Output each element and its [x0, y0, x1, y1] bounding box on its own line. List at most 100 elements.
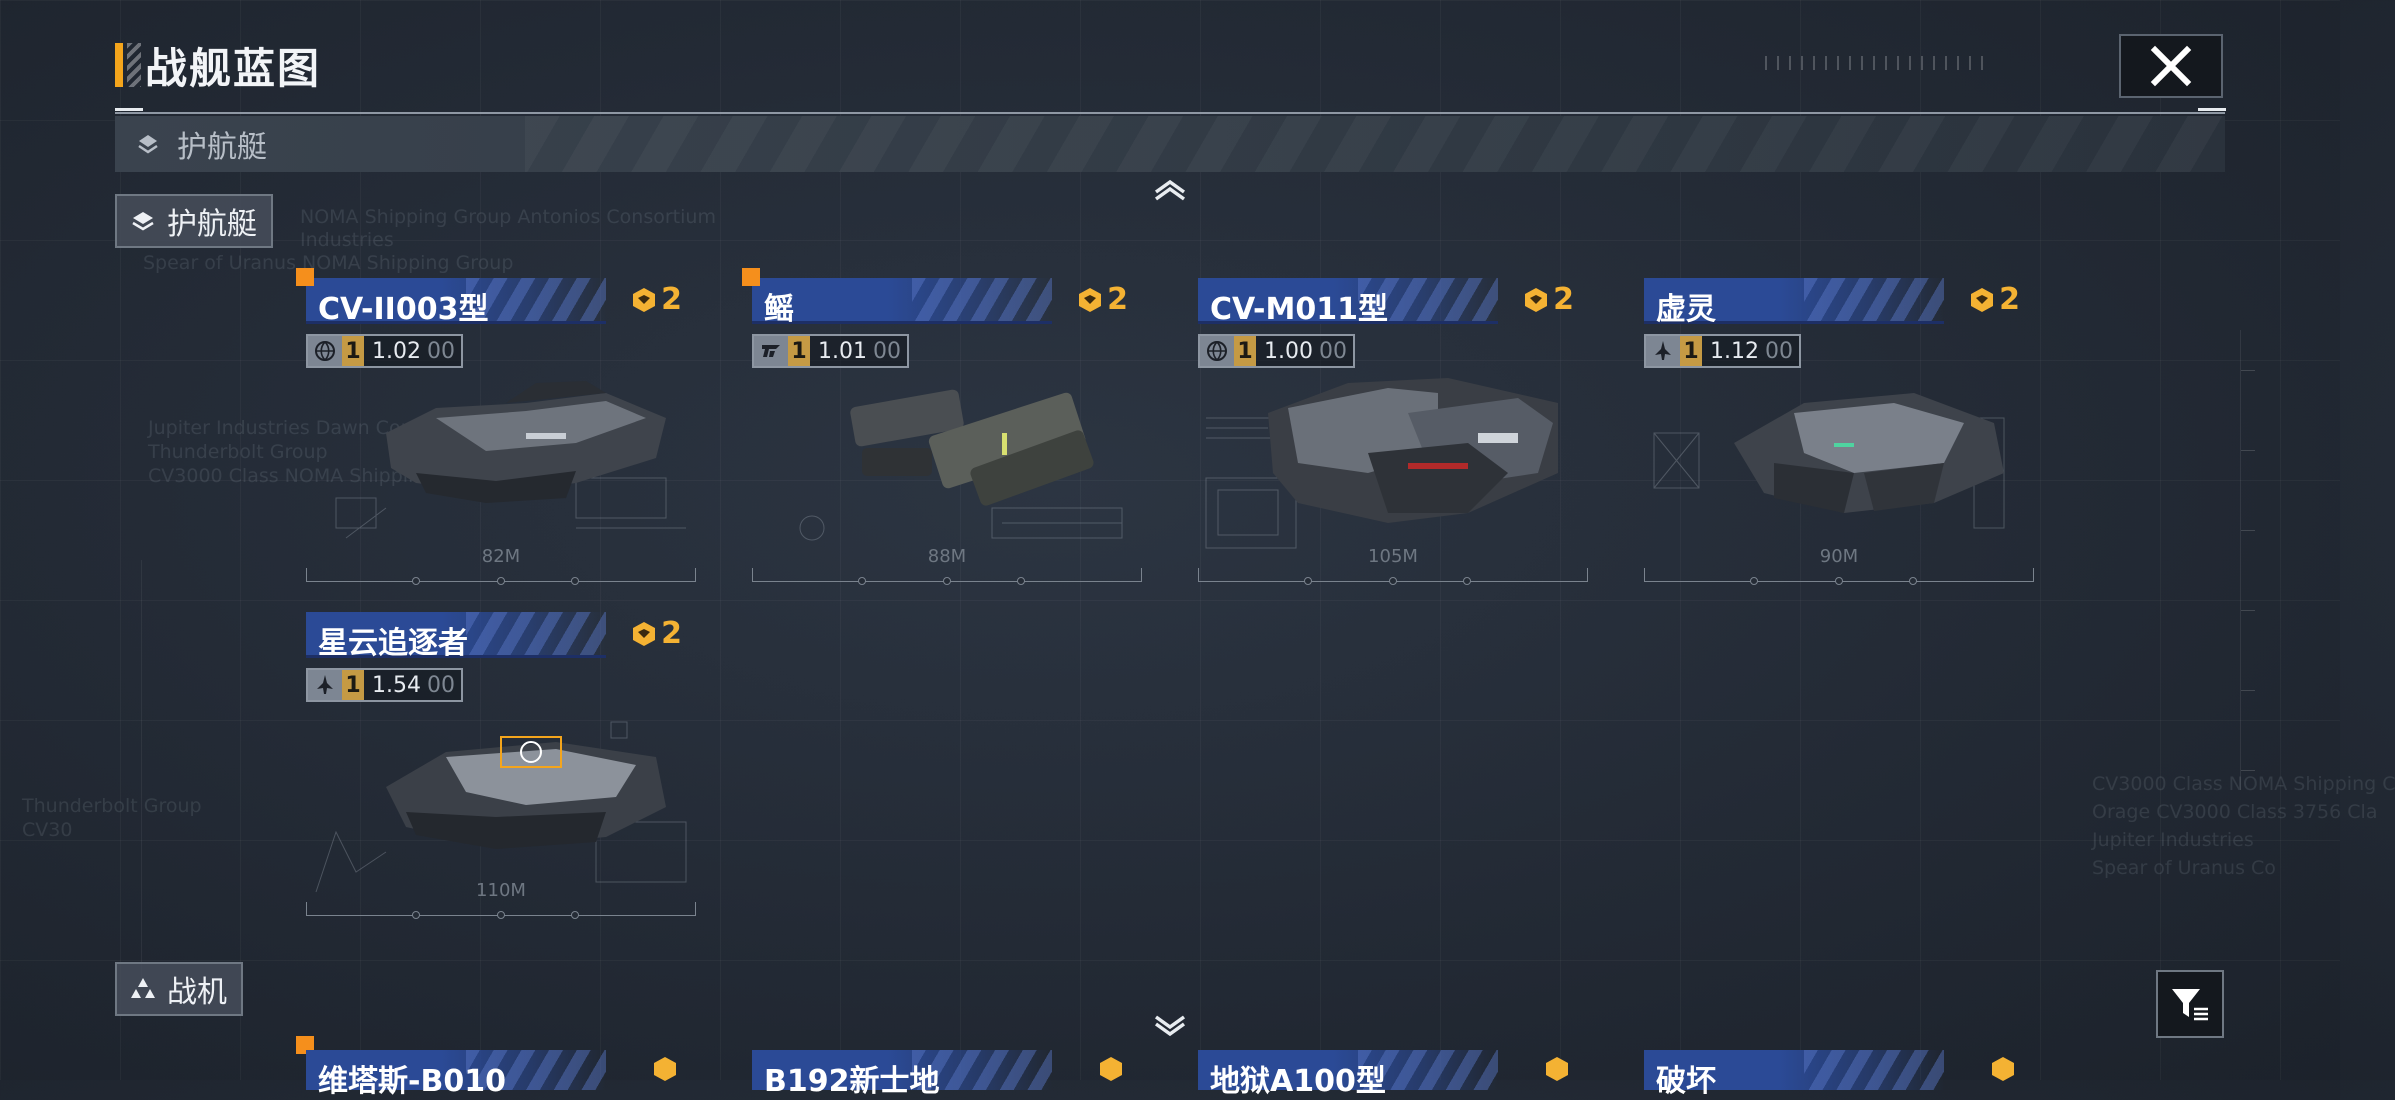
command-cost-icon	[1971, 287, 1994, 312]
ship-level: 1	[788, 336, 810, 366]
ship-stat-decimals: 00	[1318, 338, 1347, 364]
page-header: 战舰蓝图	[115, 40, 321, 93]
background-ruler	[2240, 330, 2300, 790]
filter-icon	[2172, 989, 2208, 1021]
ship-cost: 2	[1521, 282, 1574, 317]
blueprint-sketch	[799, 507, 1123, 541]
watermark-text: Spear of Uranus Co	[2092, 857, 2276, 879]
filter-button[interactable]	[2156, 970, 2224, 1038]
ship-length: 105M	[1368, 546, 1418, 567]
scale-ruler	[306, 902, 696, 919]
ship-card-partial[interactable]: B192新士地	[752, 1050, 1142, 1099]
watermark-text: Orage CV3000 Class 3756 Cla	[2092, 801, 2378, 823]
close-icon	[2150, 45, 2192, 87]
ship-stat-decimals: 00	[426, 672, 455, 698]
ship-card-partial[interactable]: 维塔斯-B010	[296, 1036, 696, 1099]
ship-cost: 2	[1967, 282, 2020, 317]
category-selector[interactable]: 护航艇	[115, 116, 2225, 172]
scale-ruler	[306, 568, 696, 585]
ship-name: CV-M011型	[1210, 292, 1388, 327]
section-tag-label: 战机	[167, 975, 227, 1010]
triangles-icon	[131, 978, 155, 998]
ship-stat: 1 1.00 00	[1198, 334, 1355, 368]
ship-name-bar	[306, 612, 606, 658]
watermark-text: CV3000 Class NOMA Shipping C	[2092, 773, 2395, 795]
ship-name: 星云追逐者	[318, 626, 468, 661]
background-left-ruler	[128, 560, 142, 980]
ship-stat-value: 1.02	[372, 338, 421, 364]
faction-emblem-icon	[762, 345, 780, 357]
ship-stat-value: 1.01	[818, 338, 867, 364]
command-cost-icon	[1546, 1057, 1568, 1081]
globe-icon	[315, 341, 335, 362]
ship-stat: 1 1.01 00	[752, 334, 909, 368]
ship-length: 82M	[481, 546, 521, 567]
ship-stat-decimals: 00	[426, 338, 455, 364]
ship-silhouette-icon	[1655, 341, 1671, 360]
cost-value: 2	[1999, 282, 2020, 317]
ship-card[interactable]: 星云追逐者 2 1 1.54 00 110M	[306, 612, 696, 922]
scroll-down-chevron-icon[interactable]	[1150, 1013, 1190, 1039]
ship-name-bar	[752, 1050, 1052, 1090]
scale-ruler	[752, 568, 1142, 585]
ship-name-bar	[1198, 278, 1498, 324]
layers-icon	[138, 135, 158, 154]
command-cost-icon	[1992, 1057, 2014, 1081]
ship-stat-value: 1.12	[1710, 338, 1759, 364]
title-stripes	[127, 43, 141, 87]
scale-ruler	[1198, 568, 1588, 585]
ship-stat-decimals: 00	[1764, 338, 1793, 364]
ship-silhouette-icon	[317, 675, 333, 694]
watermark-text: Thunderbolt Group	[22, 795, 202, 817]
ship-length: 90M	[1819, 546, 1859, 567]
ship-level: 1	[342, 336, 364, 366]
section-tag-label: 护航艇	[167, 207, 257, 242]
command-cost-icon	[633, 621, 656, 646]
ship-stat: 1 1.54 00	[306, 668, 463, 702]
cost-value: 2	[1553, 282, 1574, 317]
section-tag-fighter[interactable]: 战机	[115, 962, 243, 1016]
header-tick-marks	[1765, 56, 1990, 70]
close-button[interactable]	[2119, 34, 2223, 98]
ship-stat-value: 1.54	[372, 672, 421, 698]
blueprint-sketch	[315, 721, 687, 893]
category-label: 护航艇	[177, 130, 267, 165]
watermark-text: Thunderbolt Group	[148, 441, 328, 463]
cost-value: 2	[1107, 282, 1128, 317]
ship-card-partial[interactable]: 地狱A100型	[1198, 1050, 1588, 1099]
ship-card[interactable]: CV-II003型 2 1 1.02 00 82M	[296, 268, 696, 588]
ship-name: 破坏	[1656, 1064, 1716, 1099]
ship-name: CV-II003型	[318, 292, 489, 327]
globe-icon	[1207, 341, 1227, 362]
ship-name-bar	[1644, 1050, 1944, 1090]
cost-value: 2	[661, 282, 682, 317]
command-cost-icon	[654, 1057, 676, 1081]
watermark-text: Jupiter Industries	[2092, 829, 2254, 851]
ship-name-bar	[306, 278, 606, 324]
ship-model-image	[1734, 393, 2004, 513]
ship-length: 110M	[476, 880, 526, 901]
section-tag-escort[interactable]: 护航艇	[115, 194, 273, 248]
ship-model-image	[386, 736, 666, 849]
blueprint-sketch	[1653, 417, 2005, 529]
layers-icon	[132, 212, 154, 231]
blueprint-sketch	[1205, 417, 1297, 549]
ship-card[interactable]: 鳐 2 1 1.01 00 88M	[742, 268, 1142, 588]
new-indicator	[742, 268, 760, 286]
ship-stat: 1 1.02 00	[306, 334, 463, 368]
ship-model-image	[386, 381, 666, 503]
scroll-up-chevron-icon[interactable]	[1150, 176, 1190, 202]
ship-card[interactable]: 虚灵 2 1 1.12 00 90M	[1644, 278, 2034, 588]
ship-model-image	[1268, 378, 1558, 523]
new-indicator	[296, 1036, 314, 1054]
ship-stat: 1 1.12 00	[1644, 334, 1801, 368]
blueprint-sketch	[335, 477, 686, 539]
ship-card[interactable]: CV-M011型 2 1 1.00 00 105M	[1198, 278, 1588, 588]
watermark-text: Industries	[300, 229, 394, 251]
ship-name-bar	[306, 1050, 606, 1090]
ship-card-partial[interactable]: 破坏	[1644, 1050, 2034, 1099]
watermark-text: Spear of Uranus NOMA Shipping Group	[143, 252, 514, 274]
ship-level: 1	[1234, 336, 1256, 366]
ship-name: 鳐	[764, 292, 794, 327]
command-cost-icon	[1525, 287, 1548, 312]
